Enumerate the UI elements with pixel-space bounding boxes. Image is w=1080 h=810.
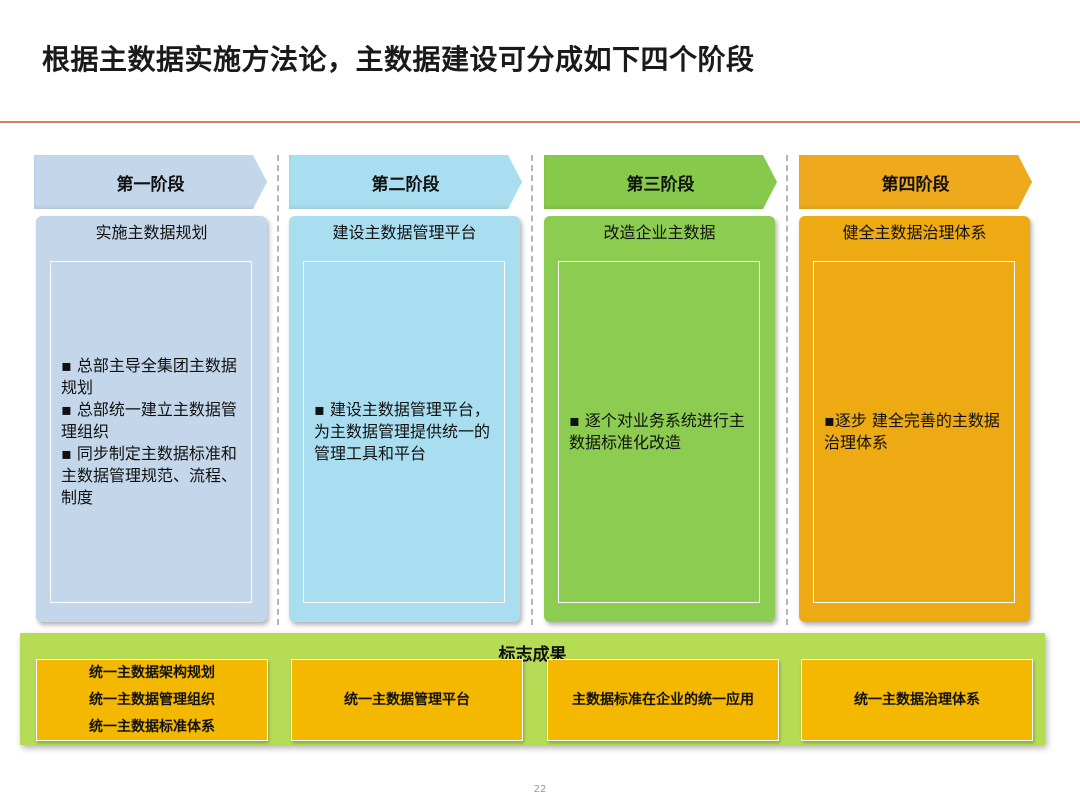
phase-divider-3 xyxy=(786,155,788,625)
phase-item: ▪ 总部主导全集团主数据规划 xyxy=(61,356,237,397)
phase-item: ▪ 总部统一建立主数据管理组织 xyxy=(61,400,237,441)
stage-chevron-1: 第一阶段 xyxy=(34,155,267,209)
phase-item: ▪逐步 建全完善的主数据治理体系 xyxy=(824,411,1000,452)
phase-divider-2 xyxy=(531,155,533,625)
phase-heading: 建设主数据管理平台 xyxy=(332,223,477,242)
phase-item: ▪ 逐个对业务系统进行主数据标准化改造 xyxy=(569,411,745,452)
stage-label: 第二阶段 xyxy=(371,174,440,195)
phase-heading: 健全主数据治理体系 xyxy=(842,223,987,242)
phase-box-2: 建设主数据管理平台 ▪ 建设主数据管理平台，为主数据管理提供统一的管理工具和平台 xyxy=(289,216,520,622)
phase-item: ▪ 建设主数据管理平台，为主数据管理提供统一的管理工具和平台 xyxy=(314,400,491,463)
phase-divider-1 xyxy=(277,155,279,625)
stage-chevron-2: 第二阶段 xyxy=(289,155,522,209)
outcome-box-3: 主数据标准在企业的统一应用 xyxy=(547,659,779,741)
phase-box-4: 健全主数据治理体系 ▪逐步 建全完善的主数据治理体系 xyxy=(799,216,1030,622)
phase-heading: 改造企业主数据 xyxy=(603,223,716,242)
phase-detail-box: ▪ 建设主数据管理平台，为主数据管理提供统一的管理工具和平台 xyxy=(303,261,505,603)
outcome-item: 统一主数据架构规划 xyxy=(89,664,215,681)
outcome-item: 主数据标准在企业的统一应用 xyxy=(572,691,754,708)
outcome-item: 统一主数据标准体系 xyxy=(89,718,215,735)
phase-heading: 实施主数据规划 xyxy=(95,223,208,242)
outcome-box-2: 统一主数据管理平台 xyxy=(291,659,523,741)
outcome-item: 统一主数据管理组织 xyxy=(89,691,215,708)
stage-label: 第一阶段 xyxy=(116,174,185,195)
stage-label: 第三阶段 xyxy=(626,174,695,195)
page-number: 22 xyxy=(533,784,547,795)
outcome-box-1: 统一主数据架构规划 统一主数据管理组织 统一主数据标准体系 xyxy=(36,659,268,741)
phase-box-1: 实施主数据规划 ▪ 总部主导全集团主数据规划 ▪ 总部统一建立主数据管理组织 ▪… xyxy=(36,216,267,622)
phase-box-3: 改造企业主数据 ▪ 逐个对业务系统进行主数据标准化改造 xyxy=(544,216,775,622)
page-title: 根据主数据实施方法论，主数据建设可分成如下四个阶段 xyxy=(42,43,755,76)
stage-chevron-4: 第四阶段 xyxy=(799,155,1032,209)
phase-detail-box: ▪逐步 建全完善的主数据治理体系 xyxy=(813,261,1015,603)
phase-detail-box: ▪ 总部主导全集团主数据规划 ▪ 总部统一建立主数据管理组织 ▪ 同步制定主数据… xyxy=(50,261,252,603)
phase-item: ▪ 同步制定主数据标准和主数据管理规范、流程、制度 xyxy=(61,444,238,507)
stage-chevron-3: 第三阶段 xyxy=(544,155,777,209)
outcome-box-4: 统一主数据治理体系 xyxy=(801,659,1033,741)
outcome-item: 统一主数据管理平台 xyxy=(344,691,470,708)
stage-label: 第四阶段 xyxy=(881,174,950,195)
outcome-item: 统一主数据治理体系 xyxy=(854,691,980,708)
title-rule xyxy=(0,121,1080,123)
phase-detail-box: ▪ 逐个对业务系统进行主数据标准化改造 xyxy=(558,261,760,603)
